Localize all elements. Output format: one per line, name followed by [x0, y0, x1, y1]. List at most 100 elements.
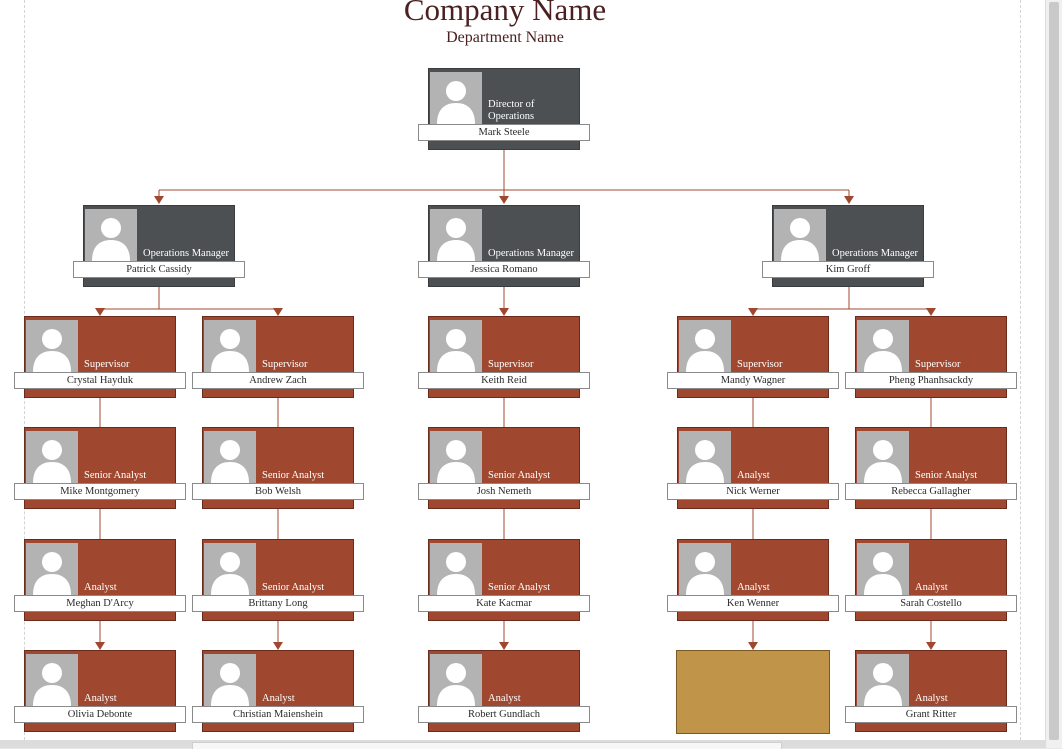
node-title: Operations Manager	[143, 248, 230, 259]
org-node-manager[interactable]: Operations Manager Patrick Cassidy	[73, 205, 245, 289]
node-name: Andrew Zach	[192, 372, 364, 389]
org-node-staff[interactable]: Supervisor Keith Reid	[418, 316, 590, 400]
node-name: Christian Maienshein	[192, 706, 364, 723]
org-node-staff[interactable]: Senior Analyst Brittany Long	[192, 539, 364, 623]
connector-arrowhead	[273, 642, 283, 650]
node-name: Olivia Debonte	[14, 706, 186, 723]
node-name: Ken Wenner	[667, 595, 839, 612]
connector-arrowhead	[499, 308, 509, 316]
org-node-staff[interactable]: Analyst Meghan D'Arcy	[14, 539, 186, 623]
node-title: Senior Analyst	[915, 470, 978, 481]
node-name: Grant Ritter	[845, 706, 1017, 723]
org-node-staff[interactable]: Senior Analyst Bob Welsh	[192, 427, 364, 511]
person-placeholder-icon[interactable]	[26, 654, 78, 706]
person-placeholder-icon[interactable]	[26, 431, 78, 483]
person-placeholder-icon[interactable]	[204, 431, 256, 483]
node-title: Senior Analyst	[84, 470, 147, 481]
node-name: Mike Montgomery	[14, 483, 186, 500]
person-placeholder-icon[interactable]	[430, 209, 482, 261]
org-node-staff[interactable]: Supervisor Andrew Zach	[192, 316, 364, 400]
org-node-staff[interactable]: Senior Analyst Kate Kacmar	[418, 539, 590, 623]
margin-guide-right	[1020, 0, 1021, 740]
org-node-manager[interactable]: Operations Manager Kim Groff	[762, 205, 934, 289]
node-name: Meghan D'Arcy	[14, 595, 186, 612]
node-title: Operations Manager	[488, 248, 575, 259]
node-title: Senior Analyst	[262, 582, 325, 593]
connector-arrowhead	[154, 196, 164, 204]
connector-arrowhead	[748, 308, 758, 316]
node-title: Analyst	[262, 693, 295, 704]
company-name[interactable]: Company Name	[403, 0, 607, 27]
person-placeholder-icon[interactable]	[430, 320, 482, 372]
org-node-staff[interactable]: Analyst Robert Gundlach	[418, 650, 590, 734]
org-node-staff[interactable]: Analyst Sarah Costello	[845, 539, 1017, 623]
node-name: Jessica Romano	[418, 261, 590, 278]
node-title: Senior Analyst	[488, 582, 551, 593]
connector-arrowhead	[499, 196, 509, 204]
department-name[interactable]: Department Name	[446, 29, 564, 46]
person-placeholder-icon[interactable]	[679, 320, 731, 372]
person-placeholder-icon[interactable]	[857, 431, 909, 483]
person-placeholder-icon[interactable]	[85, 209, 137, 261]
node-name: Mark Steele	[418, 124, 590, 141]
person-placeholder-icon[interactable]	[774, 209, 826, 261]
org-node-staff[interactable]: Supervisor Pheng Phanhsackdy	[845, 316, 1017, 400]
node-title: Analyst	[915, 693, 948, 704]
org-node-staff[interactable]: Analyst Olivia Debonte	[14, 650, 186, 734]
node-name: Kim Groff	[762, 261, 934, 278]
node-name: Pheng Phanhsackdy	[845, 372, 1017, 389]
connector-arrowhead	[273, 308, 283, 316]
node-title: Analyst	[737, 470, 770, 481]
person-placeholder-icon[interactable]	[204, 543, 256, 595]
person-placeholder-icon[interactable]	[679, 431, 731, 483]
node-name: Bob Welsh	[192, 483, 364, 500]
node-title: Analyst	[737, 582, 770, 593]
org-node-staff[interactable]: Analyst Grant Ritter	[845, 650, 1017, 734]
connector-arrowhead	[926, 308, 936, 316]
horizontal-scroll-thumb[interactable]	[192, 742, 782, 749]
empty-placeholder-box[interactable]	[676, 650, 830, 734]
connector-arrowhead	[748, 642, 758, 650]
person-placeholder-icon[interactable]	[857, 654, 909, 706]
vertical-scrollbar[interactable]	[1045, 0, 1062, 748]
org-node-staff[interactable]: Analyst Nick Werner	[667, 427, 839, 511]
org-node-manager[interactable]: Operations Manager Jessica Romano	[418, 205, 590, 289]
person-placeholder-icon[interactable]	[204, 654, 256, 706]
node-title: Analyst	[915, 582, 948, 593]
person-placeholder-icon[interactable]	[430, 431, 482, 483]
node-name: Mandy Wagner	[667, 372, 839, 389]
node-title: Analyst	[84, 693, 117, 704]
person-placeholder-icon[interactable]	[204, 320, 256, 372]
person-placeholder-icon[interactable]	[430, 654, 482, 706]
node-title: Supervisor	[737, 359, 783, 370]
person-placeholder-icon[interactable]	[430, 72, 482, 124]
node-title: Senior Analyst	[488, 470, 551, 481]
org-node-director[interactable]: Director of Operations Mark Steele	[418, 68, 590, 152]
person-placeholder-icon[interactable]	[857, 543, 909, 595]
node-title: Supervisor	[84, 359, 130, 370]
person-placeholder-icon[interactable]	[679, 543, 731, 595]
person-placeholder-icon[interactable]	[26, 543, 78, 595]
node-name: Josh Nemeth	[418, 483, 590, 500]
org-node-staff[interactable]: Supervisor Crystal Hayduk	[14, 316, 186, 400]
node-title: Senior Analyst	[262, 470, 325, 481]
org-node-staff[interactable]: Senior Analyst Mike Montgomery	[14, 427, 186, 511]
org-node-staff[interactable]: Supervisor Mandy Wagner	[667, 316, 839, 400]
node-name: Patrick Cassidy	[73, 261, 245, 278]
person-placeholder-icon[interactable]	[857, 320, 909, 372]
node-name: Brittany Long	[192, 595, 364, 612]
connector-arrowhead	[926, 642, 936, 650]
org-node-staff[interactable]: Analyst Ken Wenner	[667, 539, 839, 623]
org-node-staff[interactable]: Senior Analyst Rebecca Gallagher	[845, 427, 1017, 511]
node-name: Sarah Costello	[845, 595, 1017, 612]
document-page: Company Name Department Name Director of…	[0, 0, 1045, 740]
node-title: Supervisor	[262, 359, 308, 370]
person-placeholder-icon[interactable]	[430, 543, 482, 595]
connector-arrowhead	[499, 642, 509, 650]
org-node-staff[interactable]: Senior Analyst Josh Nemeth	[418, 427, 590, 511]
person-placeholder-icon[interactable]	[26, 320, 78, 372]
org-node-staff[interactable]: Analyst Christian Maienshein	[192, 650, 364, 734]
vertical-scroll-thumb[interactable]	[1049, 2, 1059, 740]
connector-arrowhead	[95, 308, 105, 316]
node-title: Supervisor	[915, 359, 961, 370]
